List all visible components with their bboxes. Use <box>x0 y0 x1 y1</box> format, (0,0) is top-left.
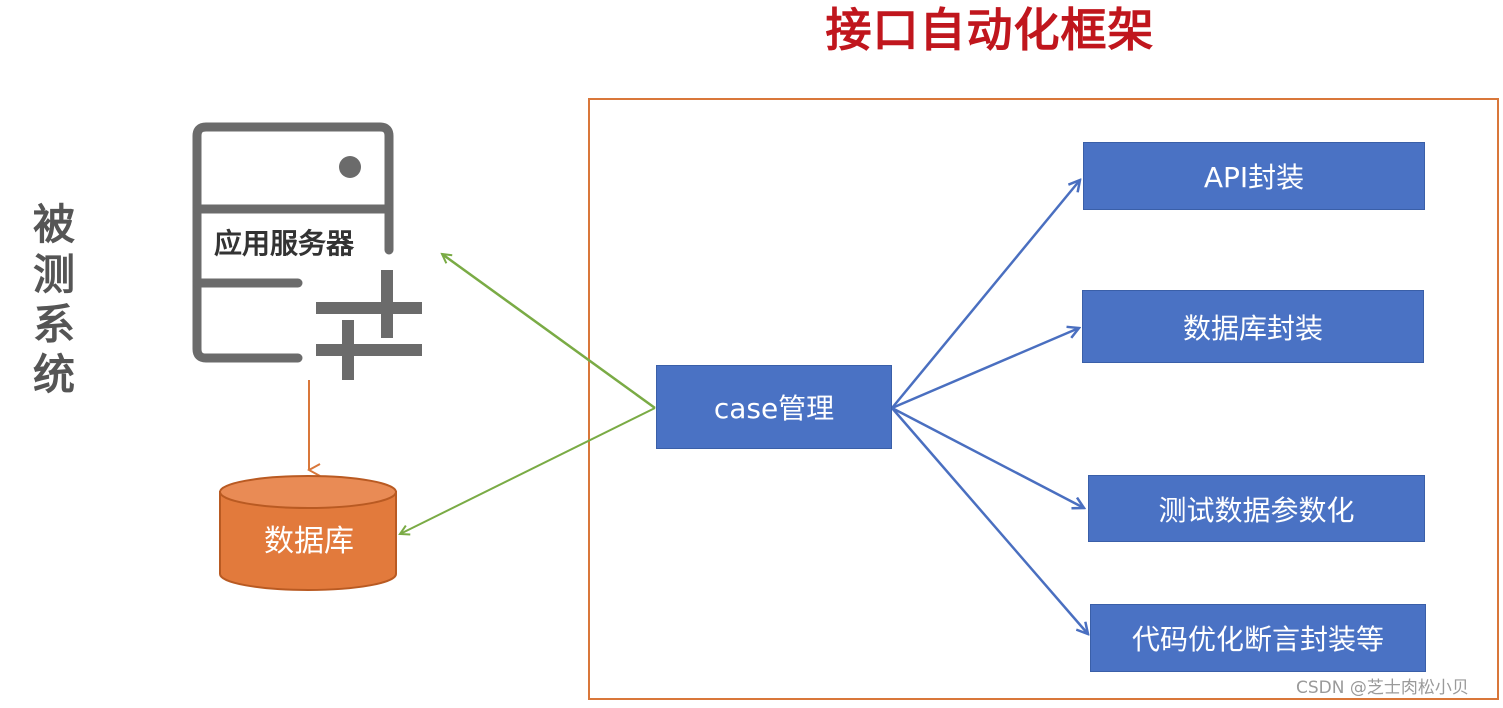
server-icon <box>192 122 394 363</box>
framework-frame <box>588 98 1499 700</box>
watermark: CSDN @芝士肉松小贝 <box>1296 678 1469 698</box>
case-to-server-arrow <box>442 254 656 410</box>
code-optimization-assertion-box: 代码优化断言封装等 <box>1090 604 1426 672</box>
test-data-parameterization-box: 测试数据参数化 <box>1088 475 1425 542</box>
database-icon <box>219 475 397 591</box>
api-wrapper-box: API封装 <box>1083 142 1425 210</box>
database-label: 数据库 <box>264 524 354 559</box>
diagram-title: 接口自动化框架 <box>825 3 1155 57</box>
application-server-label: 应用服务器 <box>214 227 355 260</box>
case-to-assert-arrow <box>891 407 1088 634</box>
case-management-box: case管理 <box>656 365 892 449</box>
server-plus-icon <box>316 270 422 380</box>
system-under-test-label: 被测系统 <box>32 200 75 399</box>
case-to-database-arrow <box>400 407 656 534</box>
case-to-param-arrow <box>891 406 1084 508</box>
case-to-db-wrapper-arrow <box>891 328 1079 410</box>
server-indicator-icon <box>339 156 361 178</box>
database-wrapper-box: 数据库封装 <box>1082 290 1424 363</box>
case-to-api-arrow <box>891 180 1080 409</box>
